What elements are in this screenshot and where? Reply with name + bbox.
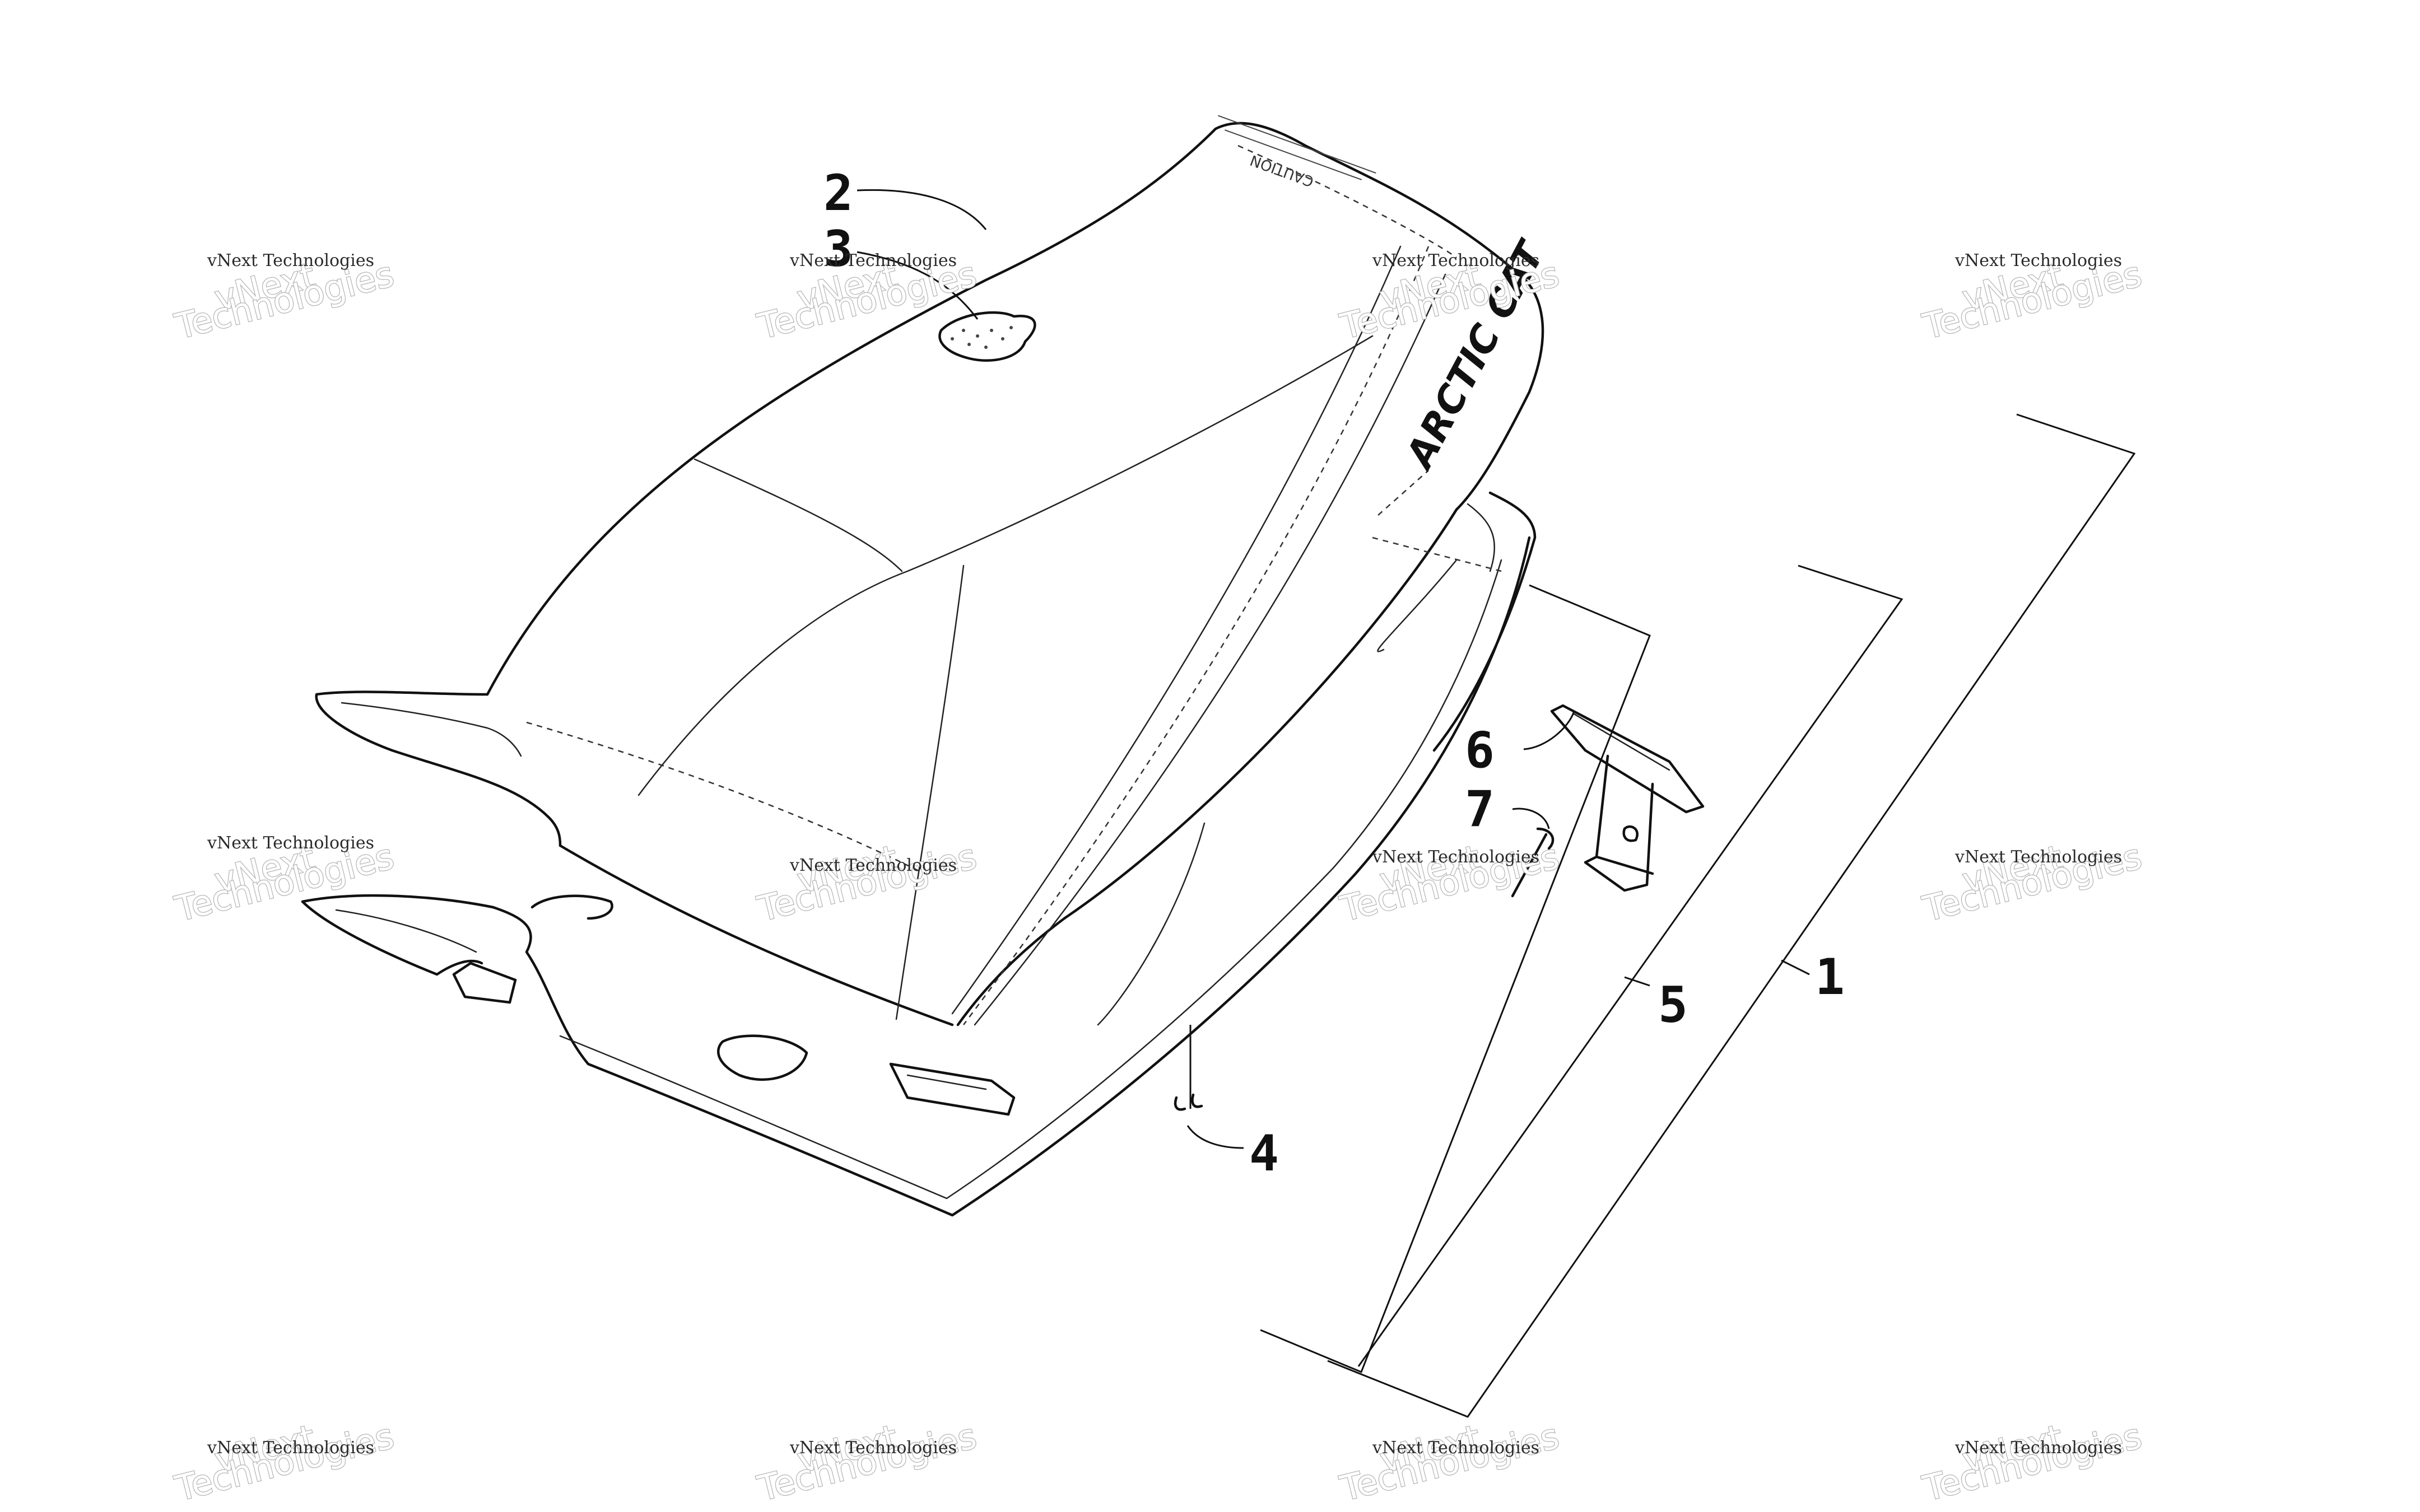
svg-text:vNext Technologies: vNext Technologies	[1954, 1438, 2122, 1458]
svg-text:vNext Technologies: vNext Technologies	[1954, 251, 2122, 270]
seat-left-handle-upper	[315, 690, 562, 847]
seat-base-outline	[301, 536, 1531, 1217]
seat-contour-5	[974, 273, 1446, 1026]
seat-stitch-line-1	[526, 721, 925, 875]
watermark-r3c2: vNext Technologies vNext Technologies	[753, 1415, 981, 1510]
seat-patch	[938, 311, 1036, 362]
seat-right-panel-inner	[1467, 503, 1495, 572]
callout-3: 3	[823, 220, 853, 278]
seat-lower-edge	[559, 844, 954, 1026]
callout-1: 1	[1815, 948, 1845, 1006]
watermark-r1c3: vNext Technologies vNext Technologies	[1335, 251, 1564, 348]
callout-2: 2	[823, 164, 853, 222]
watermark-r1c2: vNext Technologies vNext Technologies	[753, 251, 981, 348]
leader-lines	[857, 189, 1575, 1149]
mount-bracket	[1550, 704, 1705, 892]
caution-label: CAUTION	[1218, 115, 1376, 190]
seat-stitch-line-4	[1372, 536, 1502, 572]
seat-contour-4	[951, 245, 1402, 1015]
seat-contour-7	[1377, 559, 1458, 652]
seat-contour-3	[895, 564, 965, 1020]
group-bracket-5	[1260, 564, 1904, 1373]
seat-contour-6	[1097, 822, 1206, 1026]
seat-clip	[1174, 1093, 1203, 1111]
mount-bracket-leg	[1584, 754, 1654, 892]
seat-patch-texture	[951, 326, 1013, 349]
svg-text:vNext Technologies: vNext Technologies	[789, 1438, 957, 1458]
watermark-r3c4: vNext Technologies vNext Technologies	[1918, 1415, 2147, 1510]
seat-stitch-line-2	[962, 246, 1430, 1025]
watermarks: vNext Technologies vNext Technologies vN…	[170, 251, 2147, 1510]
watermark-r2c3: vNext Technologies vNext Technologies	[1335, 835, 1564, 930]
watermark-r3c1: vNext Technologies vNext Technologies	[170, 1415, 399, 1510]
svg-text:vNext Technologies: vNext Technologies	[789, 251, 957, 270]
watermark-r2c2: vNext Technologies vNext Technologies	[753, 835, 981, 930]
seat-left-handle-upper-inner	[341, 702, 522, 757]
caution-label-text: CAUTION	[1248, 151, 1316, 190]
seat-right-panel	[1432, 491, 1537, 752]
callout-7: 7	[1465, 780, 1495, 838]
seat-base-inner-edge	[559, 559, 1502, 1200]
seat-left-handle-lower-inner	[335, 909, 477, 953]
retaining-pin	[1511, 827, 1555, 898]
watermark-r1c1: vNext Technologies vNext Technologies	[170, 251, 399, 348]
group-bracket-1	[1327, 413, 2136, 1418]
svg-text:vNext Technologies: vNext Technologies	[207, 251, 374, 270]
svg-text:vNext Technologies: vNext Technologies	[207, 833, 374, 853]
callout-4: 4	[1249, 1124, 1279, 1182]
watermark-r2c4: vNext Technologies vNext Technologies	[1918, 835, 2147, 930]
svg-text:vNext Technologies: vNext Technologies	[1372, 251, 1539, 270]
seat-left-handle-lower	[301, 900, 483, 976]
svg-text:vNext Technologies: vNext Technologies	[1372, 847, 1539, 867]
watermark-r3c3: vNext Technologies vNext Technologies	[1335, 1415, 1564, 1510]
seat-contour-2	[637, 335, 1374, 796]
seat-stitch-line-3	[1237, 144, 1457, 259]
svg-text:vNext Technologies: vNext Technologies	[207, 1438, 374, 1458]
seat-cushion-outline	[486, 122, 1544, 696]
seat-oval-cutout	[717, 1034, 808, 1081]
seat-rear-knob	[530, 894, 613, 920]
watermark-r1c4: vNext Technologies vNext Technologies	[1918, 251, 2147, 348]
seat-stitch-line-5	[1377, 470, 1429, 516]
callout-labels: 1 2 3 4 5 6 7	[823, 164, 1845, 1182]
seat-rear-bracket	[452, 962, 517, 1004]
seat-side-edge	[956, 508, 1458, 1026]
svg-text:vNext Technologies: vNext Technologies	[789, 856, 957, 875]
svg-text:vNext Technologies: vNext Technologies	[1372, 1438, 1539, 1458]
mount-bracket-top	[1550, 704, 1705, 814]
seat-base-slot-inner	[906, 1074, 987, 1090]
seat-base-slot	[889, 1062, 1016, 1116]
svg-text:vNext Technologies: vNext Technologies	[1954, 847, 2122, 867]
seat-contour-1	[694, 458, 903, 572]
callout-6: 6	[1465, 721, 1495, 779]
callout-5: 5	[1658, 976, 1688, 1034]
